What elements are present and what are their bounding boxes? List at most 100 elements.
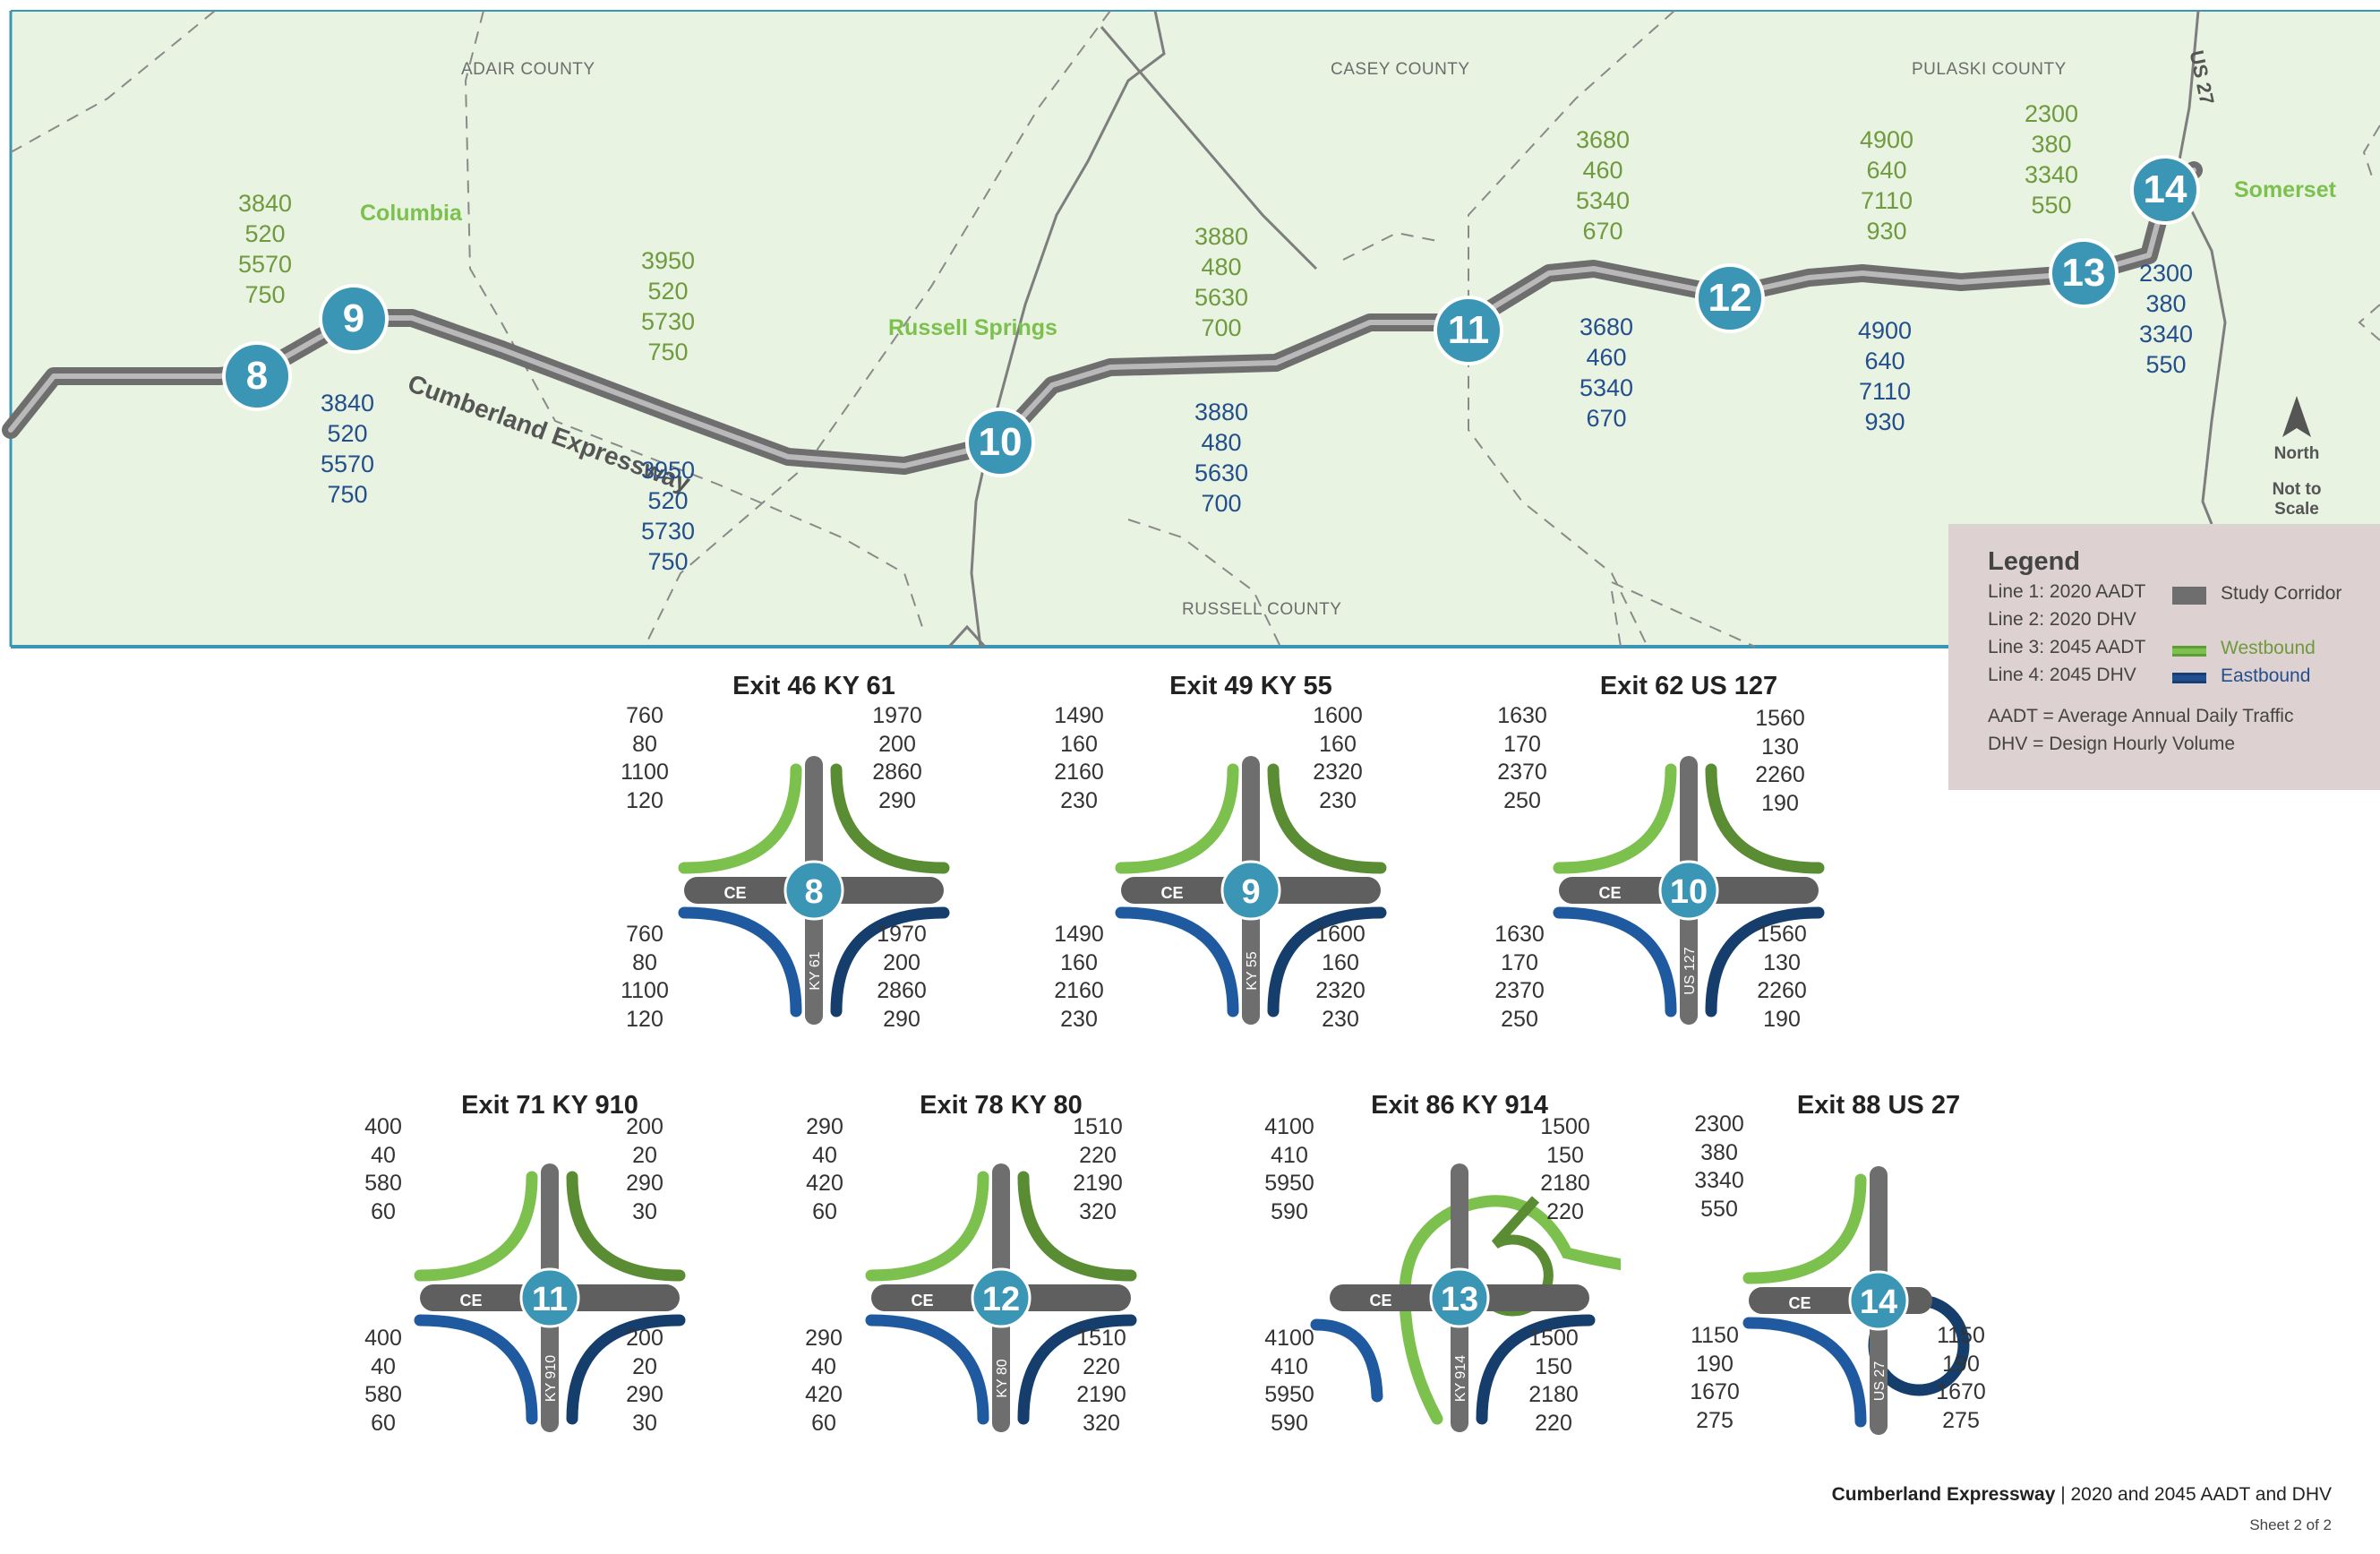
footer-title-main: Cumberland Expressway <box>1831 1484 2056 1505</box>
interchange-badge-number: 10 <box>1670 873 1708 911</box>
interchange-title-10: Exit 62 US 127 <box>1599 672 1778 700</box>
town-label-columbia: Columbia <box>360 201 462 226</box>
mainline-label: CE <box>1788 1294 1811 1312</box>
exit-badge-14[interactable]: 14 <box>2130 155 2200 225</box>
interchange-title-13: Exit 86 KY 914 <box>1371 1091 1548 1120</box>
north-arrow: North Not to Scale <box>2256 394 2337 519</box>
interchange-badge-number: 8 <box>804 873 823 911</box>
footer-title: Cumberland Expressway | 2020 and 2045 AA… <box>1832 1484 2332 1506</box>
ramp-westbound-off <box>1017 1171 1137 1282</box>
legend-corridor-label: Study Corridor <box>2221 583 2342 604</box>
legend-swatch-westbound <box>2172 646 2206 657</box>
legend-dhv-definition: DHV = Design Hourly Volume <box>1988 734 2236 754</box>
town-label-russell-springs: Russell Springs <box>888 315 1057 340</box>
mainline-label: CE <box>1369 1292 1391 1309</box>
ramp-westbound-on <box>865 1171 989 1282</box>
interchange-badge-number: 11 <box>532 1281 568 1318</box>
ramp-eastbound-off <box>1115 906 1239 1017</box>
interchange-badge-12 <box>971 1267 1032 1328</box>
mainline-label: CE <box>723 884 746 902</box>
interchange-title-14: Exit 88 US 27 <box>1796 1091 1961 1120</box>
county-label-pulaski: PULASKI COUNTY <box>1912 60 2067 79</box>
interchange-badge-number: 13 <box>1441 1281 1478 1318</box>
mainline-label: CE <box>1160 884 1183 902</box>
ramp-eastbound-off <box>1310 1318 1383 1403</box>
county-label-casey: CASEY COUNTY <box>1331 60 1470 79</box>
ramp-eastbound-on <box>1017 1314 1137 1425</box>
county-label-adair: ADAIR COUNTY <box>461 60 595 79</box>
cross-road-label: US 127 <box>1682 947 1698 994</box>
legend-box: Legend Line 1: 2020 AADT Line 2: 2020 DH… <box>1948 524 2380 790</box>
north-label: North <box>2273 444 2320 463</box>
legend-line-2: Line 2: 2020 DHV <box>1988 609 2136 630</box>
legend-eastbound-label: Eastbound <box>2221 665 2311 686</box>
exit-badge-12[interactable]: 12 <box>1695 263 1765 333</box>
ramp-eastbound-on <box>1705 906 1825 1017</box>
cross-road-label: KY 80 <box>995 1359 1010 1397</box>
ramp-westbound-on <box>414 1171 538 1282</box>
exit-badge-13[interactable]: 13 <box>2049 238 2119 308</box>
ramp-westbound-on <box>1553 763 1677 874</box>
mainline-label: CE <box>1598 884 1621 902</box>
exit-badge-8[interactable]: 8 <box>222 341 292 411</box>
interchange-badge-9 <box>1220 860 1281 921</box>
legend-line-4: Line 4: 2045 DHV <box>1988 665 2136 685</box>
county-label-russell: RUSSELL COUNTY <box>1182 600 1342 619</box>
ramp-westbound-on <box>678 763 802 874</box>
interchange-badge-8 <box>783 860 844 921</box>
interchange-diagram-14: CE US 27 14 <box>1742 1166 1970 1435</box>
interchange-badge-number: 14 <box>1860 1284 1897 1321</box>
mainline-label: CE <box>459 1292 482 1309</box>
interchange-badge-10 <box>1658 860 1719 921</box>
interchange-title-12: Exit 78 KY 80 <box>920 1091 1083 1120</box>
exit-badge-10[interactable]: 10 <box>965 408 1035 477</box>
interchange-title-9: Exit 49 KY 55 <box>1169 672 1332 700</box>
interchange-title-8: Exit 46 KY 61 <box>732 672 895 700</box>
exit-badge-11[interactable]: 11 <box>1434 296 1503 365</box>
ramp-eastbound-on <box>830 906 950 1017</box>
ramp-eastbound-on <box>1267 906 1387 1017</box>
ramp-eastbound-off <box>414 1314 538 1425</box>
legend-swatch-eastbound <box>2172 673 2206 683</box>
interchange-badge-13 <box>1429 1267 1490 1328</box>
legend-swatch-corridor <box>2172 587 2206 605</box>
ramp-westbound-on <box>1742 1173 1867 1284</box>
north-arrow-icon <box>2282 396 2311 437</box>
ramp-eastbound-off <box>865 1314 989 1425</box>
interchange-badge-number: 9 <box>1241 873 1260 911</box>
mainline-label: CE <box>911 1292 933 1309</box>
interchange-badge-number: 12 <box>982 1281 1020 1318</box>
exit-badge-9[interactable]: 9 <box>319 284 389 354</box>
interchange-diagram-12: CE KY 80 12 <box>865 1163 1137 1432</box>
ramp-eastbound-off <box>678 906 802 1017</box>
streams <box>947 10 2227 648</box>
ramp-westbound-off <box>1705 763 1825 874</box>
cross-road-label: US 27 <box>1872 1361 1888 1402</box>
